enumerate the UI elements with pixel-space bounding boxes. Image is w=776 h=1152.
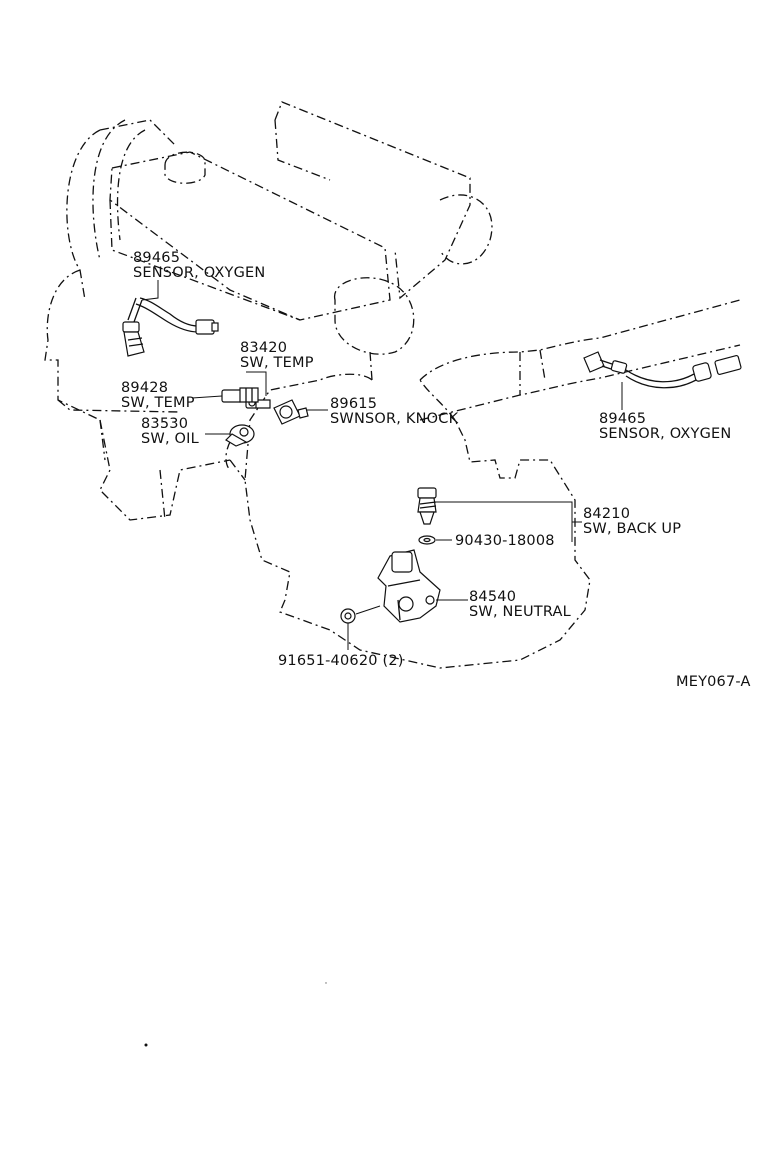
label-oxygen-left-name: SENSOR, OXYGEN — [133, 265, 265, 281]
label-neutral-switch-name: SW, NEUTRAL — [469, 604, 571, 620]
label-oxygen-right-code: 89465 — [599, 411, 646, 427]
part-labels: 89465 SENSOR, OXYGEN 83420 SW, TEMP 8942… — [121, 250, 751, 690]
label-temp-switch-lower-name: SW, TEMP — [121, 395, 195, 411]
oxygen-sensor-left[interactable] — [122, 297, 219, 357]
label-neutral-switch-code: 84540 — [469, 589, 516, 605]
label-gasket-code: 90430-18008 — [455, 533, 555, 549]
backup-switch-84210[interactable] — [417, 487, 437, 525]
neutral-switch-84540[interactable] — [377, 549, 441, 623]
speck-mark — [325, 982, 327, 984]
bolt-91651[interactable] — [340, 608, 356, 624]
knock-sensor-89615[interactable] — [273, 399, 309, 425]
temp-switch-89428[interactable] — [221, 387, 259, 403]
label-temp-switch-lower-code: 89428 — [121, 380, 168, 396]
label-oil-switch-code: 83530 — [141, 416, 188, 432]
label-knock-sensor-code: 89615 — [330, 396, 377, 412]
oil-switch-83530[interactable] — [225, 424, 255, 447]
label-temp-switch-upper-code: 83420 — [240, 340, 287, 356]
label-oil-switch-name: SW, OIL — [141, 431, 199, 447]
label-temp-switch-upper-name: SW, TEMP — [240, 355, 314, 371]
figure-id: MEY067-A — [676, 674, 751, 690]
gasket-90430[interactable] — [418, 535, 436, 545]
label-bolt-code: 91651-40620 (2) — [278, 653, 404, 669]
engine-outline — [44, 101, 741, 669]
label-backup-switch-code: 84210 — [583, 506, 630, 522]
label-knock-sensor-name: SWNSOR, KNOCK — [330, 411, 459, 427]
leader-lines — [141, 280, 623, 650]
label-backup-switch-name: SW, BACK UP — [583, 521, 681, 537]
label-oxygen-right-name: SENSOR, OXYGEN — [599, 426, 731, 442]
label-oxygen-left-code: 89465 — [133, 250, 180, 266]
speck-mark — [144, 1043, 148, 1047]
oxygen-sensor-right[interactable] — [583, 351, 742, 389]
